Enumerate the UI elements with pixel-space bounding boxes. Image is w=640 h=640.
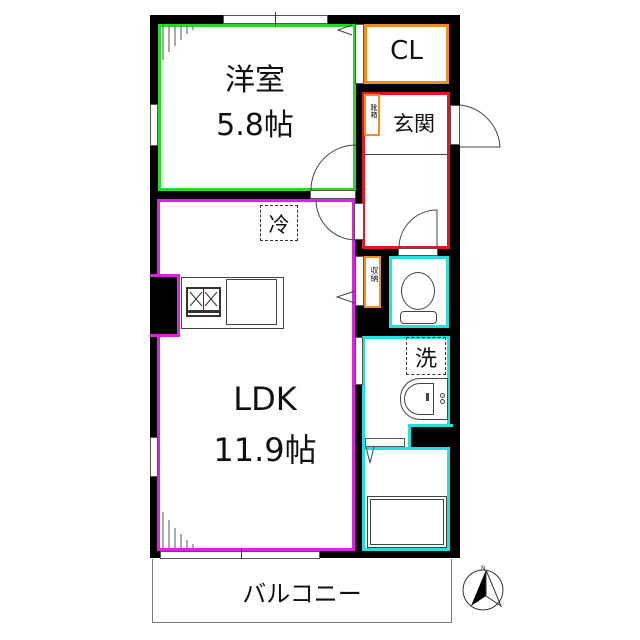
room-storage [364,256,381,308]
closet-name: CL [390,36,423,66]
balcony [152,559,452,623]
toilet-tank-icon [400,311,437,324]
front-door-swing [459,104,501,148]
bathroom-door-marker [365,446,375,464]
sink [226,279,277,325]
vanity [400,378,448,420]
window-western-left [150,104,158,146]
washer-space [406,337,446,375]
bathtub [367,496,447,548]
curtain-hatch-western [162,26,194,60]
storage-door-marker [335,290,356,304]
washer-label: 洗 [414,347,437,372]
room-western [158,24,356,191]
storage-door [355,256,364,306]
stove-burners-icon [188,289,219,313]
storage-name: 収納 [370,266,379,282]
ldk-name: LDK [233,380,297,418]
fridge-space [260,205,298,241]
window-ldk-left [150,437,158,477]
window-western-top-mullion [275,12,276,27]
curtain-hatch-ldk [162,512,194,548]
vanity-knob-icon [440,399,445,404]
western-door-frame [310,190,356,199]
room-closet [364,24,449,84]
compass-north-label: N [481,565,486,572]
western-room-name: 洋室 [225,63,285,98]
shoe-box-name: 靴箱 [370,104,378,118]
room-ldk [157,199,355,551]
fridge-label: 冷 [268,213,290,237]
toilet-door-frame [398,248,438,256]
ldk-size: 11.9帖 [213,431,317,469]
toilet-bowl-icon [401,272,435,310]
vanity-faucet-icon [426,393,429,401]
front-door-frame [450,105,460,145]
western-room-size: 5.8帖 [216,108,294,143]
entrance-name: 玄関 [393,112,435,136]
balcony-name: バルコニー [242,580,362,608]
window-ldk-balcony-mullion [241,548,242,562]
window-ldk-balcony [160,551,320,559]
stove [186,287,221,317]
ldk-door-frame [354,203,364,240]
bathtub-inner [370,499,444,545]
closet-door [355,24,364,84]
washroom-wall-notch [408,424,453,448]
entrance-step-line [364,154,448,155]
ldk-wall-notch [150,274,180,337]
ldk-door-swing [315,199,357,241]
room-shoe-box [364,94,380,136]
toilet-door-swing [398,209,438,249]
vanity-basin [404,383,434,415]
washroom-door-frame [355,337,363,385]
compass-north-icon: N [462,565,504,611]
bathroom-door-frame [365,438,405,447]
western-door-marker [336,24,353,36]
western-door-swing [310,144,357,191]
vanity-knob-icon [440,393,445,398]
